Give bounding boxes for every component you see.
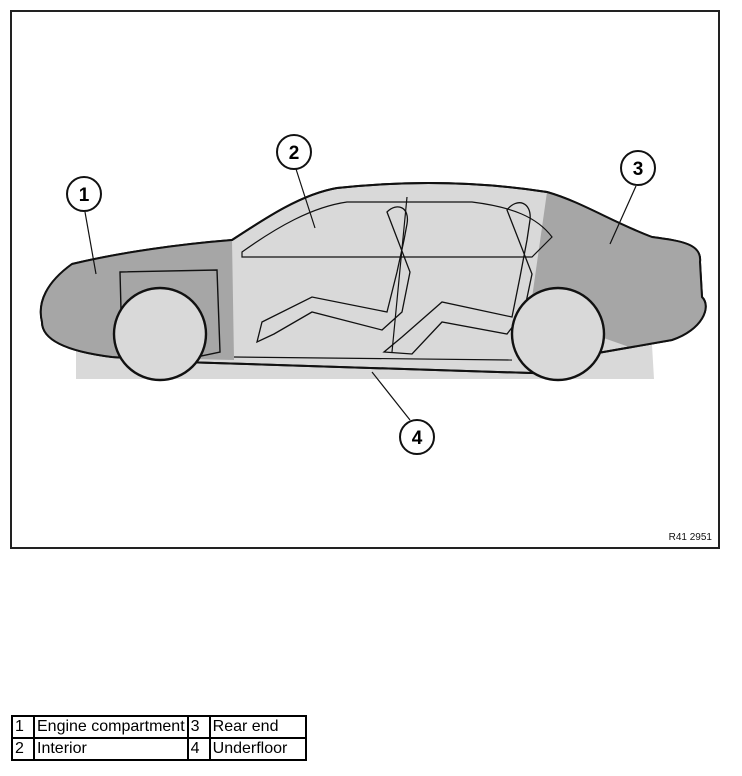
driver-figure [256, 206, 411, 344]
legend-number: 2 [11, 737, 35, 761]
leader-line-3 [609, 185, 637, 245]
svg-text:2: 2 [289, 143, 300, 164]
leader-line-1 [84, 211, 97, 275]
legend-number: 3 [186, 715, 211, 739]
callout-4: 4 [399, 419, 435, 455]
car-body-outline [39, 182, 707, 376]
legend-number: 4 [186, 737, 211, 761]
sill-line [233, 356, 513, 361]
rear-wheel [510, 286, 606, 382]
legend-table: 1 Engine compartment 3 Rear end 2 Interi… [11, 715, 307, 761]
leader-line-2 [295, 168, 316, 229]
legend-label: Engine compartment [33, 715, 189, 739]
legend-row: 2 Interior 4 Underfloor [11, 737, 307, 761]
front-wheel [112, 286, 208, 382]
callout-1: 1 [66, 176, 102, 212]
legend-label: Rear end [208, 715, 307, 739]
callout-2: 2 [276, 134, 312, 170]
leader-line-4 [371, 371, 411, 421]
legend-row: 1 Engine compartment 3 Rear end [11, 715, 307, 739]
legend-label: Underfloor [208, 737, 307, 761]
svg-text:1: 1 [79, 185, 90, 206]
svg-text:4: 4 [412, 428, 423, 449]
car-diagram: 1 2 3 4 [39, 134, 707, 455]
legend-number: 1 [11, 715, 35, 739]
passenger-figure [382, 202, 533, 355]
cabin-outline [241, 201, 553, 258]
legend-label: Interior [33, 737, 189, 761]
door-pillar [391, 196, 408, 353]
callout-3: 3 [620, 150, 656, 186]
figure-reference: R41 2951 [668, 532, 712, 543]
figure-frame: 1 2 3 4 R41 2951 [10, 10, 720, 549]
svg-text:3: 3 [633, 159, 644, 180]
